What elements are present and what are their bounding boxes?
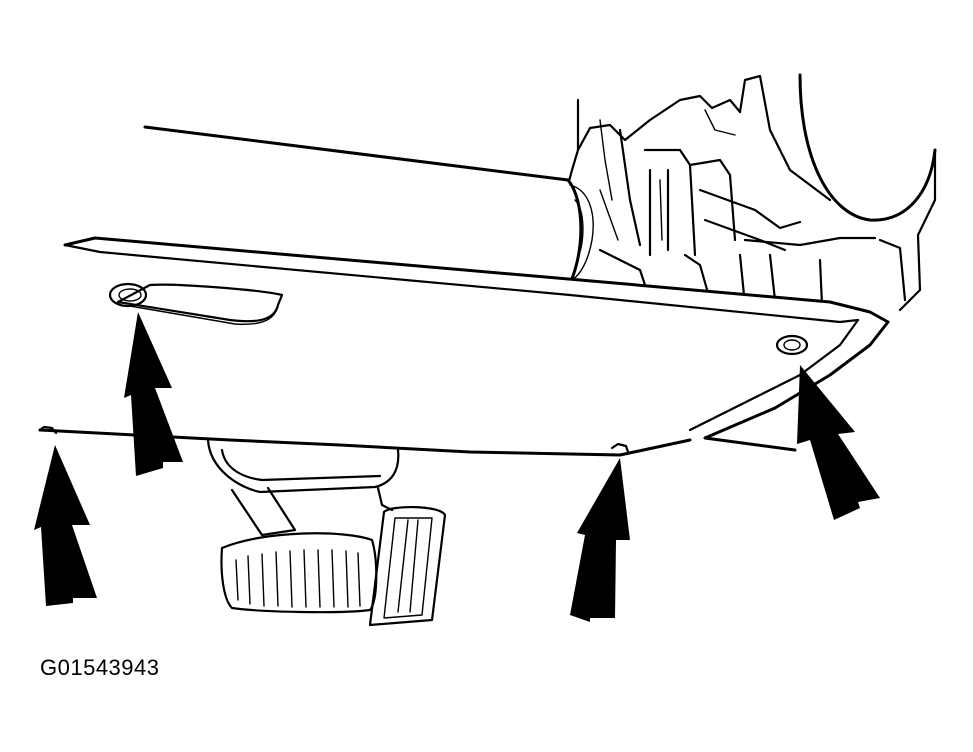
figure-code: G01543943 xyxy=(40,655,160,680)
arrow-fastener-lower-center xyxy=(570,458,630,622)
lower-cover-panel xyxy=(38,236,890,457)
pedal-assembly xyxy=(206,438,447,627)
arrow-fastener-right xyxy=(797,365,880,520)
callout-arrows xyxy=(34,312,880,622)
arrow-fastener-lower-left xyxy=(34,445,97,606)
steering-column-mechanism xyxy=(566,73,937,312)
arrow-fastener-upper-left xyxy=(124,312,183,476)
